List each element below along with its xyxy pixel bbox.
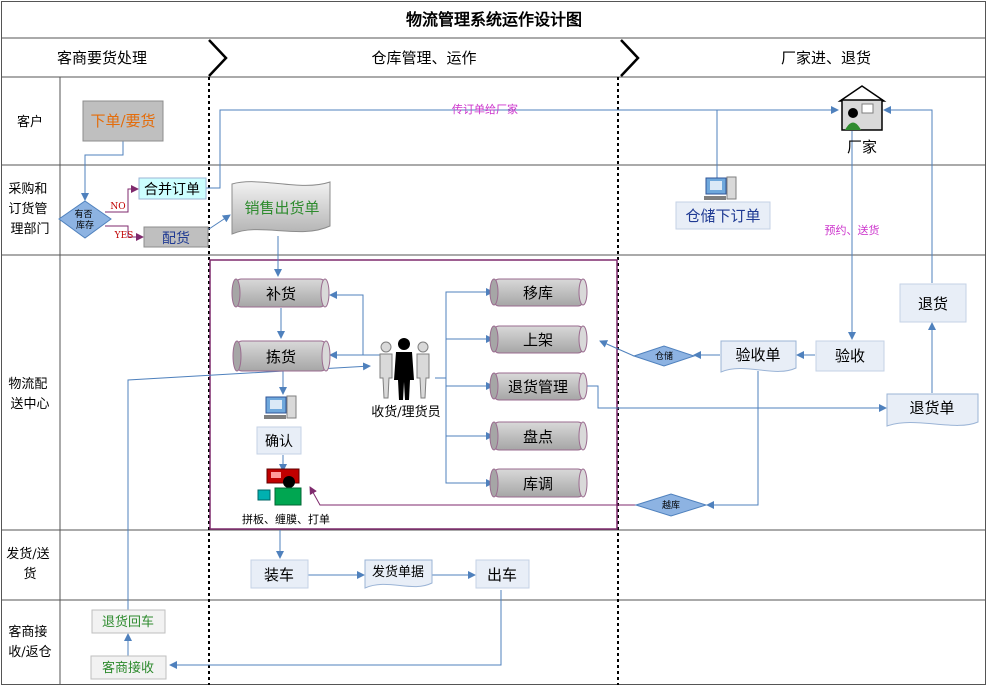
inspection-node[interactable]: 验收 [815,340,885,372]
svg-text:仓储: 仓储 [655,350,673,362]
inspection-slip-node[interactable]: 验收单 [720,340,797,373]
svg-text:销售出货单: 销售出货单 [244,199,319,217]
people-icon [379,338,430,400]
row-label-ship: 发货/送 货 [6,546,54,582]
edge-label-no: NO [110,202,125,212]
svg-text:退货管理: 退货管理 [508,378,568,396]
svg-text:越库: 越库 [662,499,680,511]
svg-text:盘点: 盘点 [523,428,553,446]
svg-text:配货: 配货 [162,230,190,247]
edge-label-send-to-vendor: 传订单给厂家 [452,102,518,116]
row-label-customer: 客户 [17,114,43,130]
column-header-warehouse: 仓库管理、运作 [371,49,476,67]
svg-text:上架: 上架 [523,331,553,349]
shelve-node[interactable]: 上架 [489,325,588,354]
inventory-node[interactable]: 盘点 [489,421,588,451]
sales-slip-node[interactable]: 销售出货单 [231,181,331,235]
svg-text:退货单: 退货单 [909,399,954,417]
svg-text:仓储下订单: 仓储下订单 [685,207,760,225]
return-slip-node[interactable]: 退货单 [886,393,979,427]
warehouse-order-node[interactable]: 仓储下订单 [675,176,771,230]
svg-text:库调: 库调 [523,475,553,493]
vendor-return-node[interactable]: 退货 [899,283,967,323]
column-header-customer: 客商要货处理 [57,49,147,67]
lane-separators [208,77,619,685]
svg-text:移库: 移库 [523,284,553,302]
svg-text:拼板、缠膜、打单: 拼板、缠膜、打单 [242,512,330,526]
svg-text:退货: 退货 [918,295,948,313]
staff-node[interactable]: 收货/理货员 [371,338,441,420]
house-icon [837,85,887,131]
svg-text:收货/理货员: 收货/理货员 [371,404,440,420]
allocate-node[interactable]: 配货 [143,226,209,248]
svg-text:验收: 验收 [835,347,865,365]
page-title: 物流管理系统运作设计图 [406,10,582,29]
svg-text:验收单: 验收单 [735,346,780,364]
svg-text:退货回车: 退货回车 [102,614,154,630]
storage-node[interactable]: 仓储 [632,345,696,367]
computer-icon [264,395,297,419]
svg-text:下单/要货: 下单/要货 [90,112,155,130]
computer-icon [704,176,737,200]
row-label-center: 物流配 送中心 [8,377,51,412]
merchant-receive-node[interactable]: 客商接收 [90,655,167,680]
svg-text:客商接收: 客商接收 [102,660,154,676]
stock-check-decision[interactable]: 有否 库存 [58,200,112,239]
row-label-receive: 客商接 收/返仓 [8,624,51,660]
confirm-node[interactable]: 确认 [256,395,302,455]
departure-node[interactable]: 出车 [475,559,530,589]
replenish-node[interactable]: 补货 [231,278,330,308]
svg-text:合并订单: 合并订单 [144,182,200,198]
svg-text:确认: 确认 [265,434,293,450]
edge-label-yes: YES [114,231,134,241]
operator-workstation-icon [257,468,302,506]
column-header-vendor: 厂家进、退货 [781,49,871,67]
move-node[interactable]: 移库 [489,278,588,307]
svg-text:厂家: 厂家 [847,138,877,156]
vendor-node[interactable]: 厂家 [837,85,887,156]
pack-node[interactable]: 拼板、缠膜、打单 [242,468,330,526]
row-label-purchase: 采购和 订货管 理部门 [8,181,51,237]
logistics-center-boundary [209,259,618,530]
edge-label-booking: 预约、送货 [825,223,880,237]
return-truck-node[interactable]: 退货回车 [91,609,166,634]
shipping-doc-node[interactable]: 发货单据 [364,559,433,589]
loading-node[interactable]: 装车 [250,559,309,589]
svg-text:补货: 补货 [266,285,296,303]
transfer-node[interactable]: 库调 [489,468,588,498]
return-mgmt-node[interactable]: 退货管理 [489,372,588,401]
merge-order-node[interactable]: 合并订单 [138,177,207,200]
over-stock-node[interactable]: 越库 [634,493,708,517]
svg-text:有否 库存: 有否 库存 [75,208,96,231]
svg-text:装车: 装车 [264,566,294,584]
svg-text:发货单据: 发货单据 [372,564,424,580]
pick-node[interactable]: 拣货 [232,340,331,372]
svg-text:出车: 出车 [487,566,517,584]
connectors [81,106,936,669]
svg-text:拣货: 拣货 [266,348,296,366]
header-chevrons [208,39,640,77]
order-node[interactable]: 下单/要货 [82,100,164,142]
